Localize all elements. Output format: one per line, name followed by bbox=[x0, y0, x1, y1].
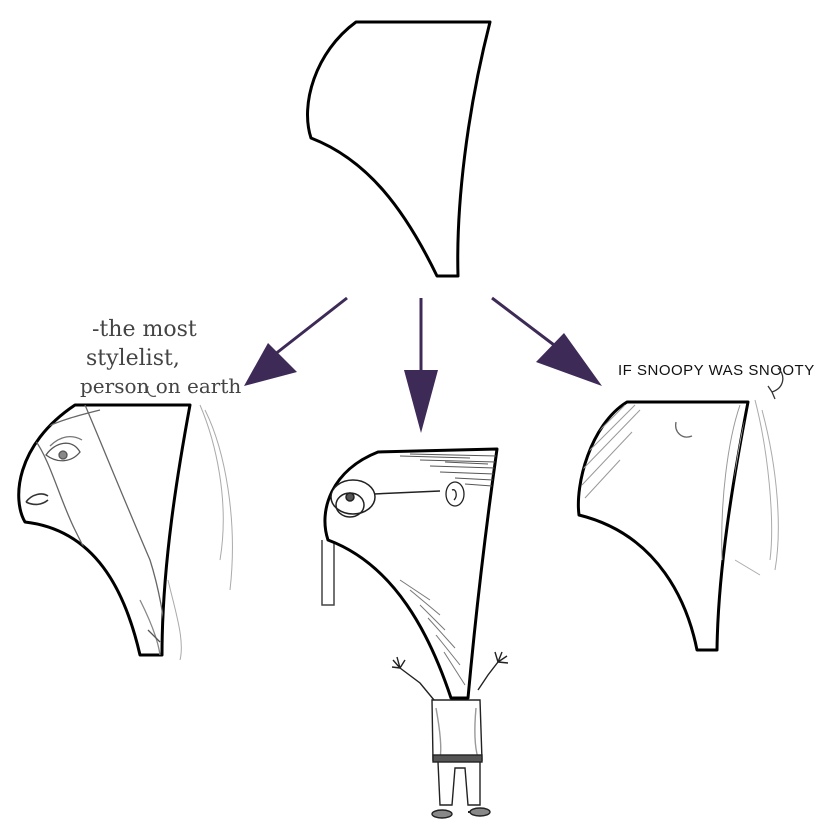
caption-pointer bbox=[767, 367, 784, 400]
body-figure bbox=[391, 651, 509, 819]
hair-hatching bbox=[399, 453, 497, 487]
ear-icon bbox=[445, 481, 465, 507]
snoopy-caption: IF SNOOPY WAS SNOOTY bbox=[618, 362, 815, 379]
left-sketch: -the most stylelist, person on earth bbox=[17, 317, 241, 661]
center-arrow bbox=[404, 298, 438, 433]
legs bbox=[437, 761, 481, 806]
center-sketch bbox=[321, 447, 509, 819]
right-sketch-annotation: IF SNOOPY WAS SNOOTY bbox=[618, 362, 815, 400]
left-sketch-annotation: -the most stylelist, person on earth bbox=[80, 317, 241, 398]
right-sketch-outline bbox=[576, 400, 750, 652]
nose-stick bbox=[321, 540, 335, 606]
neck-shading bbox=[399, 579, 466, 686]
right-sketch-pencil-background bbox=[734, 399, 779, 576]
right-arm bbox=[477, 661, 499, 691]
right-sketch: IF SNOOPY WAS SNOOTY bbox=[576, 362, 815, 652]
left-sketch-outline bbox=[17, 403, 192, 657]
glasses-icon bbox=[330, 479, 441, 518]
left-arm bbox=[399, 667, 435, 701]
left-arrow bbox=[244, 296, 348, 386]
eye-icon bbox=[45, 435, 83, 462]
annotation-line-2: stylelist, bbox=[86, 346, 180, 371]
head-curve bbox=[721, 404, 741, 561]
eye-icon bbox=[675, 421, 693, 438]
blank-abstract-shape bbox=[306, 20, 492, 278]
left-sketch-pencil-background bbox=[167, 404, 233, 661]
belt bbox=[432, 754, 483, 763]
lips-icon bbox=[25, 493, 49, 506]
center-sketch-outline bbox=[323, 447, 499, 700]
annotation-line-3: person on earth bbox=[80, 374, 241, 398]
right-arrow bbox=[491, 296, 602, 386]
annotation-line-1: -the most bbox=[92, 317, 197, 342]
ear-hatching bbox=[581, 404, 641, 499]
annotation-pointer bbox=[146, 385, 157, 397]
